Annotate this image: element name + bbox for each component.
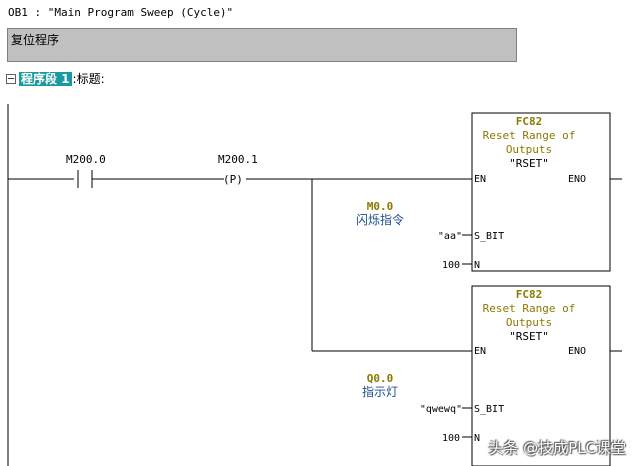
block-comment-text: 复位程序	[11, 33, 60, 47]
block-desc-line1: Reset Range of	[483, 302, 576, 315]
no-contact-m200-0[interactable]: M200.0	[66, 153, 106, 188]
fc82-block-1[interactable]: FC82 Reset Range of Outputs "RSET" EN EN…	[471, 112, 611, 272]
s-bit-pin: S_BIT	[474, 404, 504, 415]
network-label[interactable]: 程序段 1	[19, 72, 72, 86]
block-title[interactable]: "Main Program Sweep (Cycle)"	[47, 6, 234, 19]
eno-pin: ENO	[568, 174, 586, 185]
network-title[interactable]: :标题:	[72, 72, 105, 86]
block-type: FC82	[516, 288, 543, 301]
block-desc-line2: Outputs	[506, 143, 552, 156]
en-pin: EN	[474, 174, 486, 185]
watermark: 头条 @技成PLC课堂	[488, 439, 626, 457]
block-type: FC82	[516, 115, 543, 128]
edge-coil-symbol: (P)	[223, 173, 243, 186]
s-bit-param[interactable]: "qwewq"	[420, 404, 462, 415]
tag-comment: 指示灯	[362, 384, 398, 399]
n-param[interactable]: 100	[442, 260, 460, 271]
s-bit-pin: S_BIT	[474, 231, 504, 242]
tag-address: Q0.0	[367, 372, 394, 385]
tag-address: M0.0	[367, 200, 394, 213]
n-param[interactable]: 100	[442, 433, 460, 444]
s-bit-param[interactable]: "aa"	[438, 231, 462, 242]
n-pin: N	[474, 260, 480, 271]
tag-comment: 闪烁指令	[356, 212, 404, 227]
block-desc-line2: Outputs	[506, 316, 552, 329]
block-symbol: "RSET"	[509, 330, 549, 343]
network-header: 程序段 1:标题:	[6, 70, 105, 87]
block-header: OB1 : "Main Program Sweep (Cycle)"	[8, 6, 233, 19]
fc82-block-2[interactable]: FC82 Reset Range of Outputs "RSET" EN EN…	[471, 285, 611, 466]
block-desc-line1: Reset Range of	[483, 129, 576, 142]
block-comment-box[interactable]: 复位程序	[7, 28, 517, 62]
contact-address: M200.0	[66, 153, 106, 166]
eno-pin: ENO	[568, 346, 586, 357]
collapse-icon[interactable]	[6, 74, 16, 84]
edge-coil-address: M200.1	[218, 153, 258, 166]
edge-coil-m200-1[interactable]: (P) M200.1	[218, 153, 258, 186]
en-pin: EN	[474, 346, 486, 357]
n-pin: N	[474, 433, 480, 444]
block-symbol: "RSET"	[509, 157, 549, 170]
block-id: OB1 :	[8, 6, 42, 19]
